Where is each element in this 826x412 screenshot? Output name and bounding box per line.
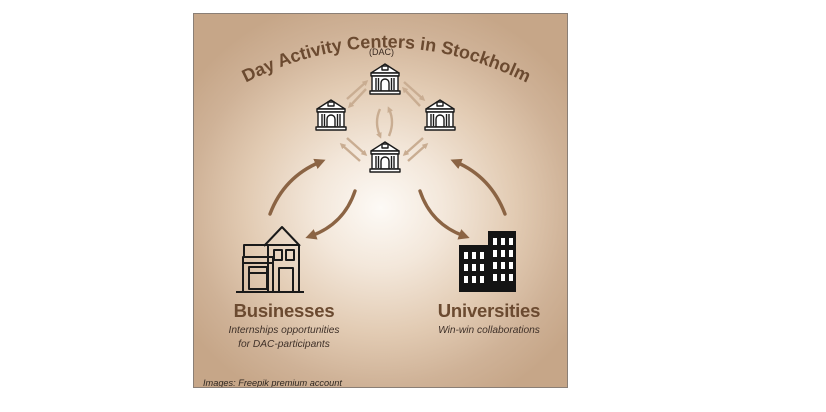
inner-arrow xyxy=(403,81,426,102)
universities-description: Win-win collaborations xyxy=(438,325,540,336)
inner-arrow xyxy=(347,88,367,109)
businesses-title: Businesses xyxy=(233,300,335,321)
inner-arrow xyxy=(401,86,421,107)
inner-arrow xyxy=(375,108,382,139)
arrow-dac-to-universities xyxy=(418,189,470,240)
diagram-panel: Day Activity Centers in Stockholm (DAC) xyxy=(193,13,568,388)
inner-arrow xyxy=(346,137,368,156)
dac-building-right-icon xyxy=(424,99,456,131)
dac-building-bottom-icon xyxy=(369,141,401,173)
flow-arrows xyxy=(268,158,507,240)
inner-arrow xyxy=(346,79,369,100)
dac-building-left-icon xyxy=(315,99,347,131)
office-towers-icon xyxy=(459,231,516,292)
businesses-description-line2: for DAC-participants xyxy=(238,339,330,350)
dac-inner-arrows xyxy=(339,79,429,162)
diagram-canvas xyxy=(236,63,516,293)
inner-arrow xyxy=(407,143,429,162)
inner-arrow xyxy=(339,143,361,162)
universities-title: Universities xyxy=(437,300,541,321)
diagram-subtitle: (DAC) xyxy=(369,47,394,57)
inner-arrow xyxy=(387,106,394,137)
inner-arrow xyxy=(402,137,424,156)
image-credit: Images: Freepik premium account xyxy=(203,378,342,388)
businesses-description-line1: Internships opportunities xyxy=(228,325,340,336)
arrow-universities-to-dac xyxy=(450,158,507,216)
dac-building-top-icon xyxy=(369,63,401,95)
arrow-dac-to-businesses xyxy=(305,189,357,240)
house-shop-icon xyxy=(236,226,304,293)
arrow-businesses-to-dac xyxy=(268,158,326,216)
